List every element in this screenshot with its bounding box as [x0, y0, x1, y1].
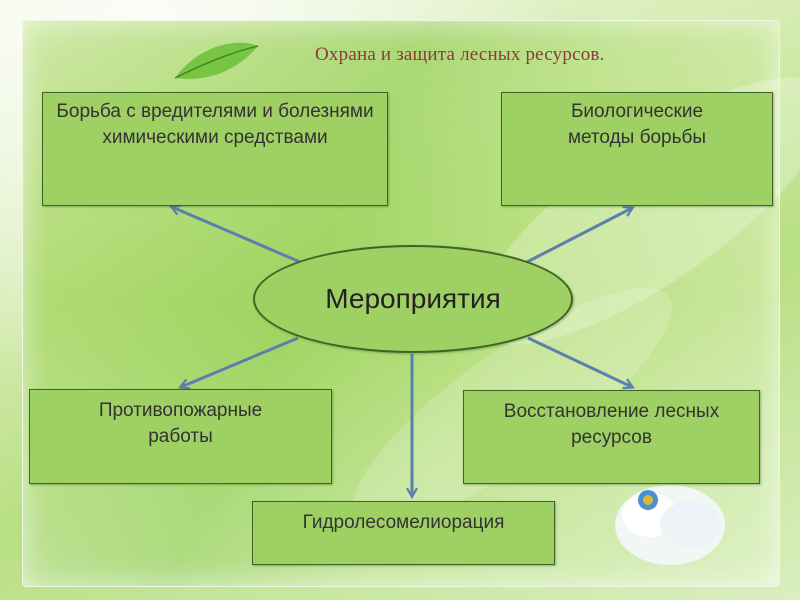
- leaf-decoration-icon: [174, 42, 259, 79]
- flower-decoration-icon: [615, 485, 725, 565]
- center-ellipse: Мероприятия: [253, 245, 573, 353]
- box-pest-control: Борьба с вредителями и болезнями химичес…: [42, 92, 388, 206]
- box-pest-control-label: Борьба с вредителями и болезнями химичес…: [56, 101, 374, 148]
- arrow-to-top-right: [526, 208, 632, 264]
- center-label: Мероприятия: [325, 283, 501, 314]
- box-biological-methods-label: Биологические методы борьбы: [567, 101, 707, 148]
- box-fire-prevention-label: Противопожарные работы: [98, 400, 263, 447]
- arrow-to-middle-right: [527, 336, 632, 387]
- box-hydro-melioration: Гидролесомелиорация: [252, 501, 555, 565]
- arrow-to-middle-left: [181, 336, 299, 387]
- box-fire-prevention: Противопожарные работы: [29, 389, 332, 484]
- box-forest-restoration-label: Восстановление лесных ресурсов: [503, 401, 720, 448]
- arrow-to-top-left: [172, 207, 301, 264]
- box-biological-methods: Биологические методы борьбы: [501, 92, 773, 206]
- slide-title: Охрана и защита лесных ресурсов.: [315, 44, 605, 65]
- box-hydro-melioration-label: Гидролесомелиорация: [302, 512, 505, 533]
- box-forest-restoration: Восстановление лесных ресурсов: [463, 390, 760, 484]
